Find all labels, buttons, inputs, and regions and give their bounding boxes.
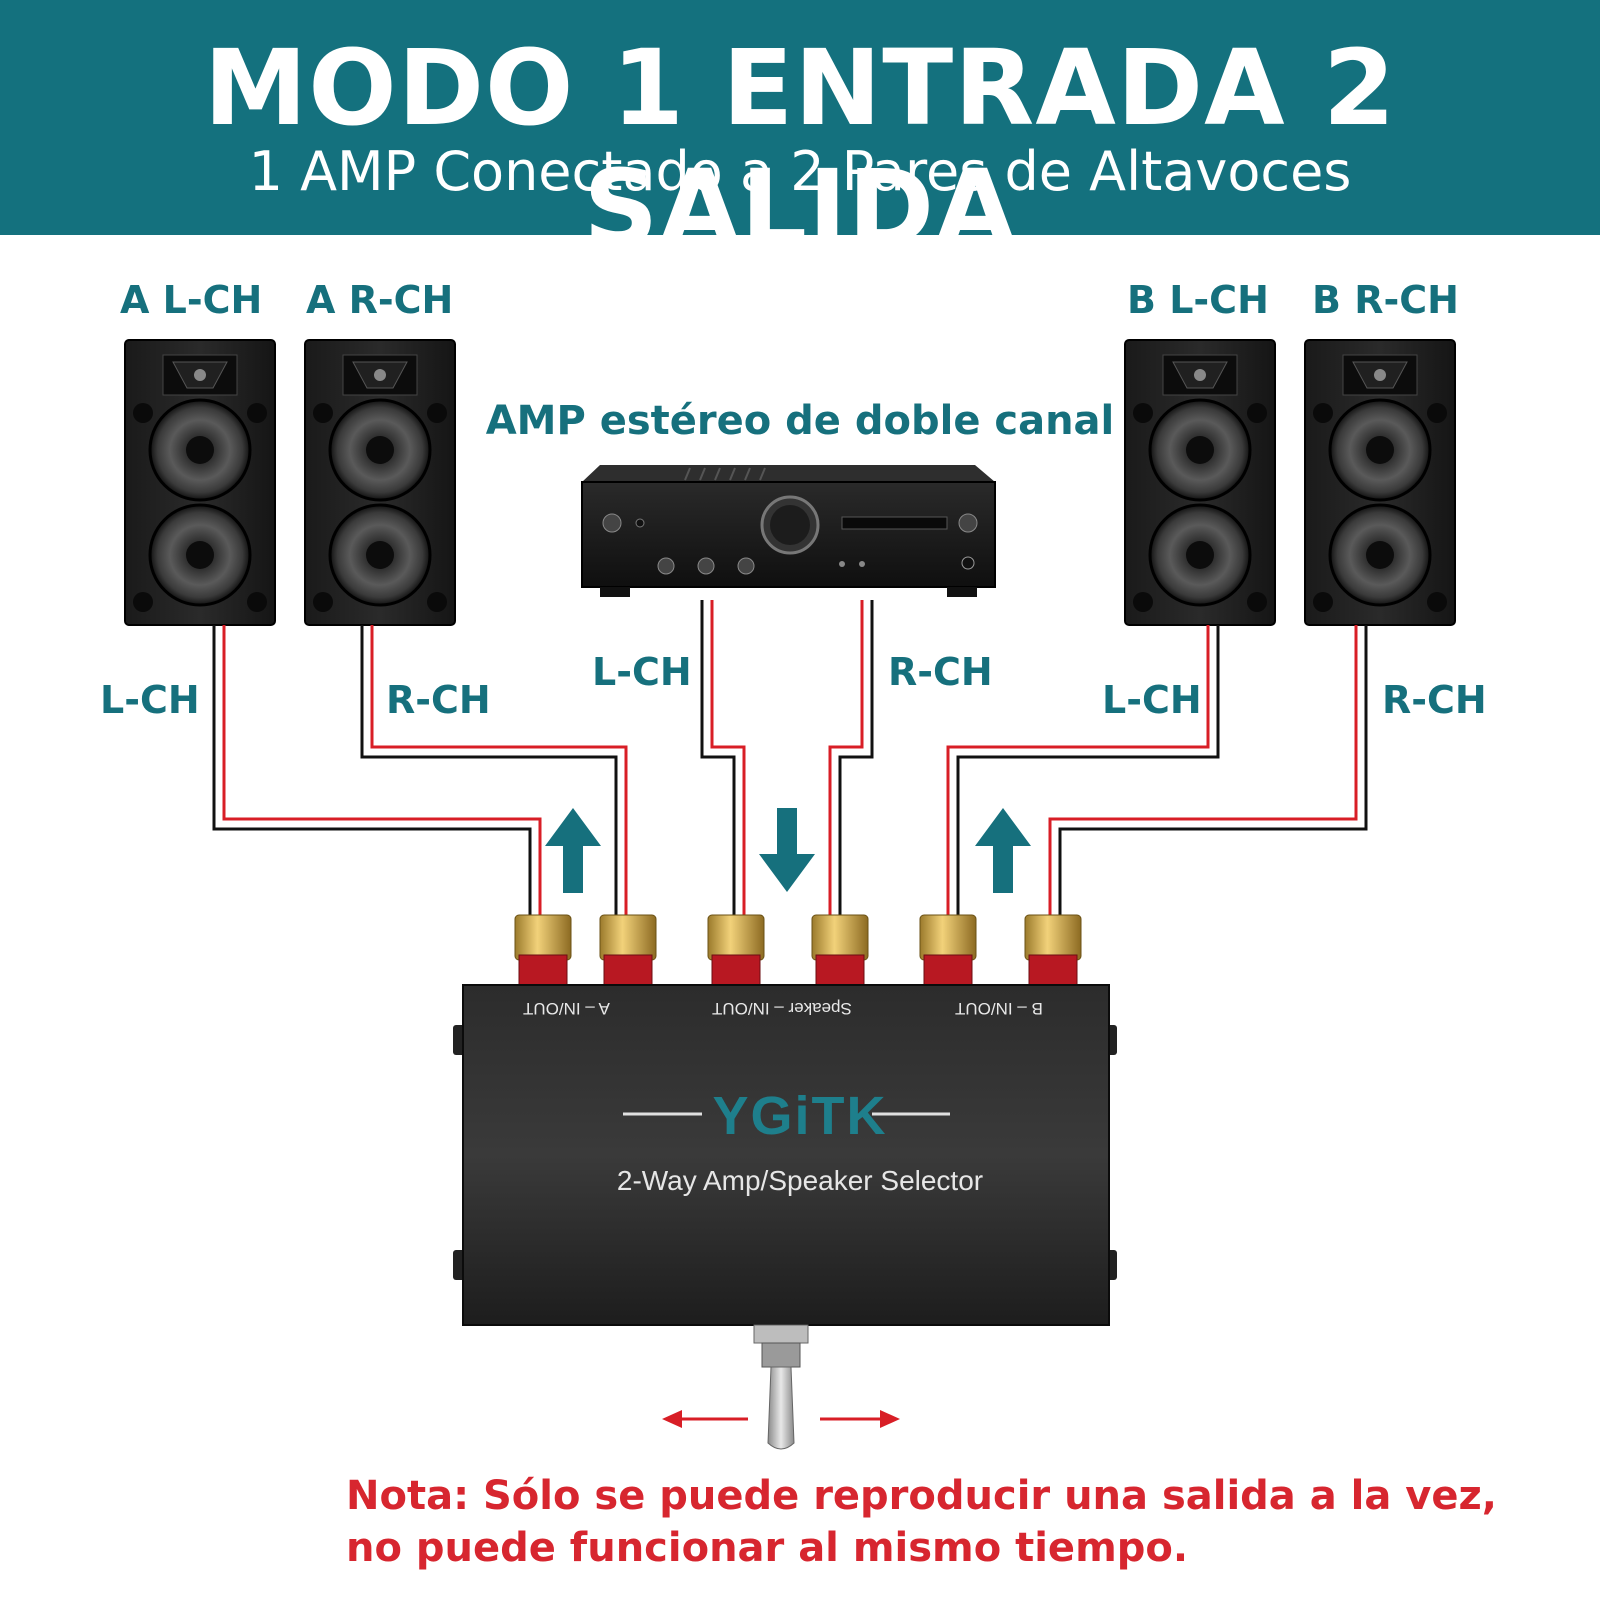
speaker-a-right [304,339,456,626]
selector-box [453,984,1117,1326]
usage-note-line-1: Nota: Sólo se puede reproducir una salid… [346,1473,1497,1519]
wire-label-b-left: L-CH [1102,678,1202,722]
toggle-direction-arrows-icon [662,1410,900,1428]
usage-note: Nota: Sólo se puede reproducir una salid… [346,1470,1546,1574]
arrow-down-amp-icon [759,808,815,892]
toggle-switch [753,1324,809,1450]
amplifier-label: AMP estéreo de doble canal [485,398,1115,444]
wire-label-amp-left: L-CH [592,650,692,694]
page-subtitle: 1 AMP Conectado a 2 Pares de Altavoces [248,140,1352,203]
usage-note-line-2: no puede funcionar al mismo tiempo. [346,1525,1189,1571]
speaker-a-left [124,339,276,626]
port-label-a: A – IN/OUT [523,999,610,1018]
speaker-b-right [1304,339,1456,626]
wires [212,600,1368,920]
port-label-b: B – IN/OUT [955,999,1043,1018]
speaker-a-right-label: A R-CH [306,278,454,322]
amplifier [581,465,996,597]
arrow-up-a-icon [545,808,601,893]
header-banner: MODO 1 ENTRADA 2 SALIDA 1 AMP Conectado … [0,0,1600,268]
wire-label-a-left: L-CH [100,678,200,722]
binding-posts [514,914,1082,994]
port-label-speaker: Speaker – IN/OUT [712,999,852,1018]
product-name: 2-Way Amp/Speaker Selector [616,1165,984,1196]
brand-logo: YGiTK [712,1086,888,1146]
speaker-b-left-label: B L-CH [1127,278,1269,322]
page-title: MODO 1 ENTRADA 2 SALIDA [203,27,1397,269]
wire-label-b-right: R-CH [1382,678,1487,722]
speaker-a-left-label: A L-CH [120,278,263,322]
wire-label-amp-right: R-CH [888,650,993,694]
arrow-up-b-icon [975,808,1031,893]
wire-label-a-right: R-CH [386,678,491,722]
speaker-b-right-label: B R-CH [1312,278,1459,322]
speaker-b-left [1124,339,1276,626]
